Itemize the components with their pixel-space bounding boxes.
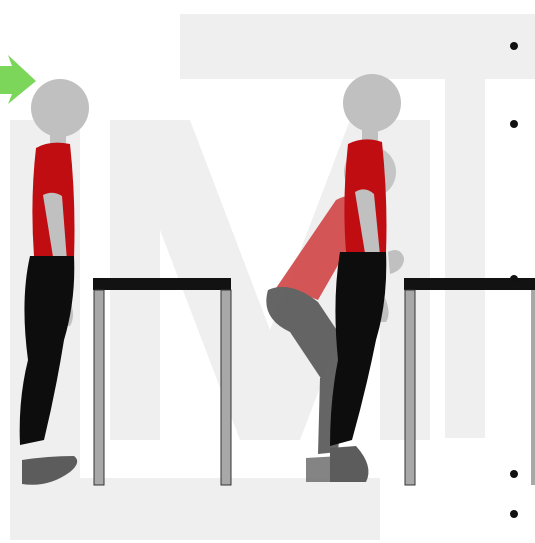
- list-bullet: [510, 470, 518, 478]
- list-bullet: [510, 275, 518, 283]
- watermark-logo: [10, 14, 535, 540]
- list-bullet: [510, 510, 518, 518]
- list-bullet: [510, 120, 518, 128]
- arrow-right-icon: [0, 55, 36, 104]
- list-bullet: [510, 42, 518, 50]
